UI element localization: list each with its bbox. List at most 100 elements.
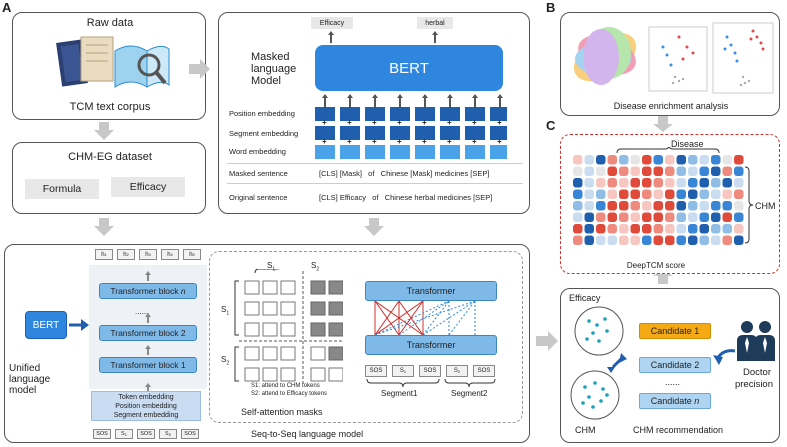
heatmap-cell: [699, 212, 709, 222]
heatmap-cell: [676, 235, 686, 245]
unified-label-line1: Unified: [9, 363, 41, 374]
dataset-panel: CHM-EG dataset Formula Efficacy: [12, 142, 206, 214]
heatmap-cell: [573, 166, 583, 176]
heatmap-cell: [596, 166, 606, 176]
seq2seq-title: Seq-to-Seq language model: [251, 429, 364, 439]
heatmap-cell: [653, 189, 663, 199]
heatmap-cell: [665, 235, 675, 245]
heatmap-cell: [665, 178, 675, 188]
mlm-label-line2: language: [251, 63, 297, 75]
attn-note-1: S1: attend to CHM tokens: [251, 383, 320, 389]
heatmap-cell: [630, 178, 640, 188]
heatmap-cell: [676, 178, 686, 188]
heatmap-cell: [607, 166, 617, 176]
heatmap-cell: [699, 235, 709, 245]
heatmap-cell: [642, 224, 652, 234]
heatmap-cell: [722, 212, 732, 222]
heatmap-cell: [607, 235, 617, 245]
heatmap-cell: [676, 189, 686, 199]
heatmap-cell: [642, 178, 652, 188]
heatmap-cell: [596, 201, 606, 211]
heatmap-cell: [642, 189, 652, 199]
unified-bert-block: BERT: [25, 311, 67, 339]
divider: [227, 163, 523, 164]
mlm-label: Masked language Model: [251, 51, 296, 87]
seq-token: SOS: [419, 365, 441, 377]
plus: +: [347, 118, 352, 127]
plus: +: [447, 118, 452, 127]
seq-token: SOS: [365, 365, 387, 377]
token-embedding-label: Token embedding: [118, 394, 174, 401]
heatmap-cell: [653, 155, 663, 165]
heatmap-cell: [584, 155, 594, 165]
heatmap-cell: [734, 212, 744, 222]
heatmap-cell: [734, 235, 744, 245]
doctor-icon: [737, 321, 775, 361]
heatmap-cell: [734, 224, 744, 234]
heatmap-cell: [573, 189, 583, 199]
heatmap-cell: [619, 155, 629, 165]
output-efficacy: Efficacy: [311, 17, 353, 29]
bert-to-transformer-arrow: [69, 319, 89, 331]
plus: +: [372, 137, 377, 146]
heatmap-cell: [665, 189, 675, 199]
heatmap-cell: [676, 212, 686, 222]
heatmap-cell: [630, 189, 640, 199]
mlm-label-line1: Masked: [251, 51, 290, 63]
clusters: [570, 306, 627, 420]
row-s1-label: S1: [221, 305, 230, 317]
plus: +: [322, 137, 327, 146]
raw-data-panel: Raw data TCM text corpus: [12, 12, 206, 120]
heatmap-cell: [584, 178, 594, 188]
heatmap-cell: [619, 212, 629, 222]
panel-letter-a: A: [2, 0, 12, 15]
output-herbal: herbal: [417, 17, 453, 29]
recommendation-caption: CHM recommendation: [633, 425, 724, 435]
heatmap-cell: [688, 224, 698, 234]
heatmap-cell: [653, 178, 663, 188]
formula-box: Formula: [25, 179, 99, 199]
segment-braces: [366, 378, 496, 388]
candidate-1: Candidate 1: [639, 323, 711, 339]
heatmap-cell: [653, 201, 663, 211]
row-s2-label: S2: [221, 355, 230, 367]
heatmap-cell: [596, 155, 606, 165]
unified-label: Unified language model: [9, 363, 50, 396]
heatmap-cell: [584, 235, 594, 245]
heatmap-cell: [642, 212, 652, 222]
heatmap-cell: [596, 189, 606, 199]
heatmap-cell: [630, 155, 640, 165]
candidate-2: Candidate 2: [639, 357, 711, 373]
heatmap-cell: [676, 224, 686, 234]
heatmap-cell: [676, 201, 686, 211]
input-token: SOS: [181, 429, 199, 439]
stack-arrows: [145, 271, 151, 393]
plus-row-1: + + + + + + + +: [315, 118, 507, 127]
segment-embedding-label: Segment embedding: [113, 412, 179, 419]
mlm-label-line3: Model: [251, 75, 281, 87]
position-embedding-label: Position embedding: [229, 109, 295, 118]
dataset-title: CHM-EG dataset: [68, 151, 152, 163]
efficacy-box: Efficacy: [111, 177, 185, 197]
heatmap-cell: [676, 166, 686, 176]
heatmap-cell: [619, 201, 629, 211]
disease-label: Disease: [671, 139, 704, 149]
heatmap-cell: [619, 224, 629, 234]
heatmap-cell: [642, 235, 652, 245]
embedding-grid: [315, 107, 507, 159]
plus: +: [372, 118, 377, 127]
heatmap-cell: [573, 235, 583, 245]
plus: +: [472, 118, 477, 127]
plus: +: [497, 137, 502, 146]
candidate-dots: ......: [665, 377, 681, 387]
segment2-label: Segment2: [451, 389, 488, 398]
heatmap-cell: [573, 212, 583, 222]
heatmap-cell: [619, 235, 629, 245]
input-embedding-box: Token embedding Position embedding Segme…: [91, 391, 201, 421]
mlm-bert-block: BERT: [315, 45, 503, 91]
heatmap-cell: [630, 201, 640, 211]
heatmap-cell: [596, 178, 606, 188]
